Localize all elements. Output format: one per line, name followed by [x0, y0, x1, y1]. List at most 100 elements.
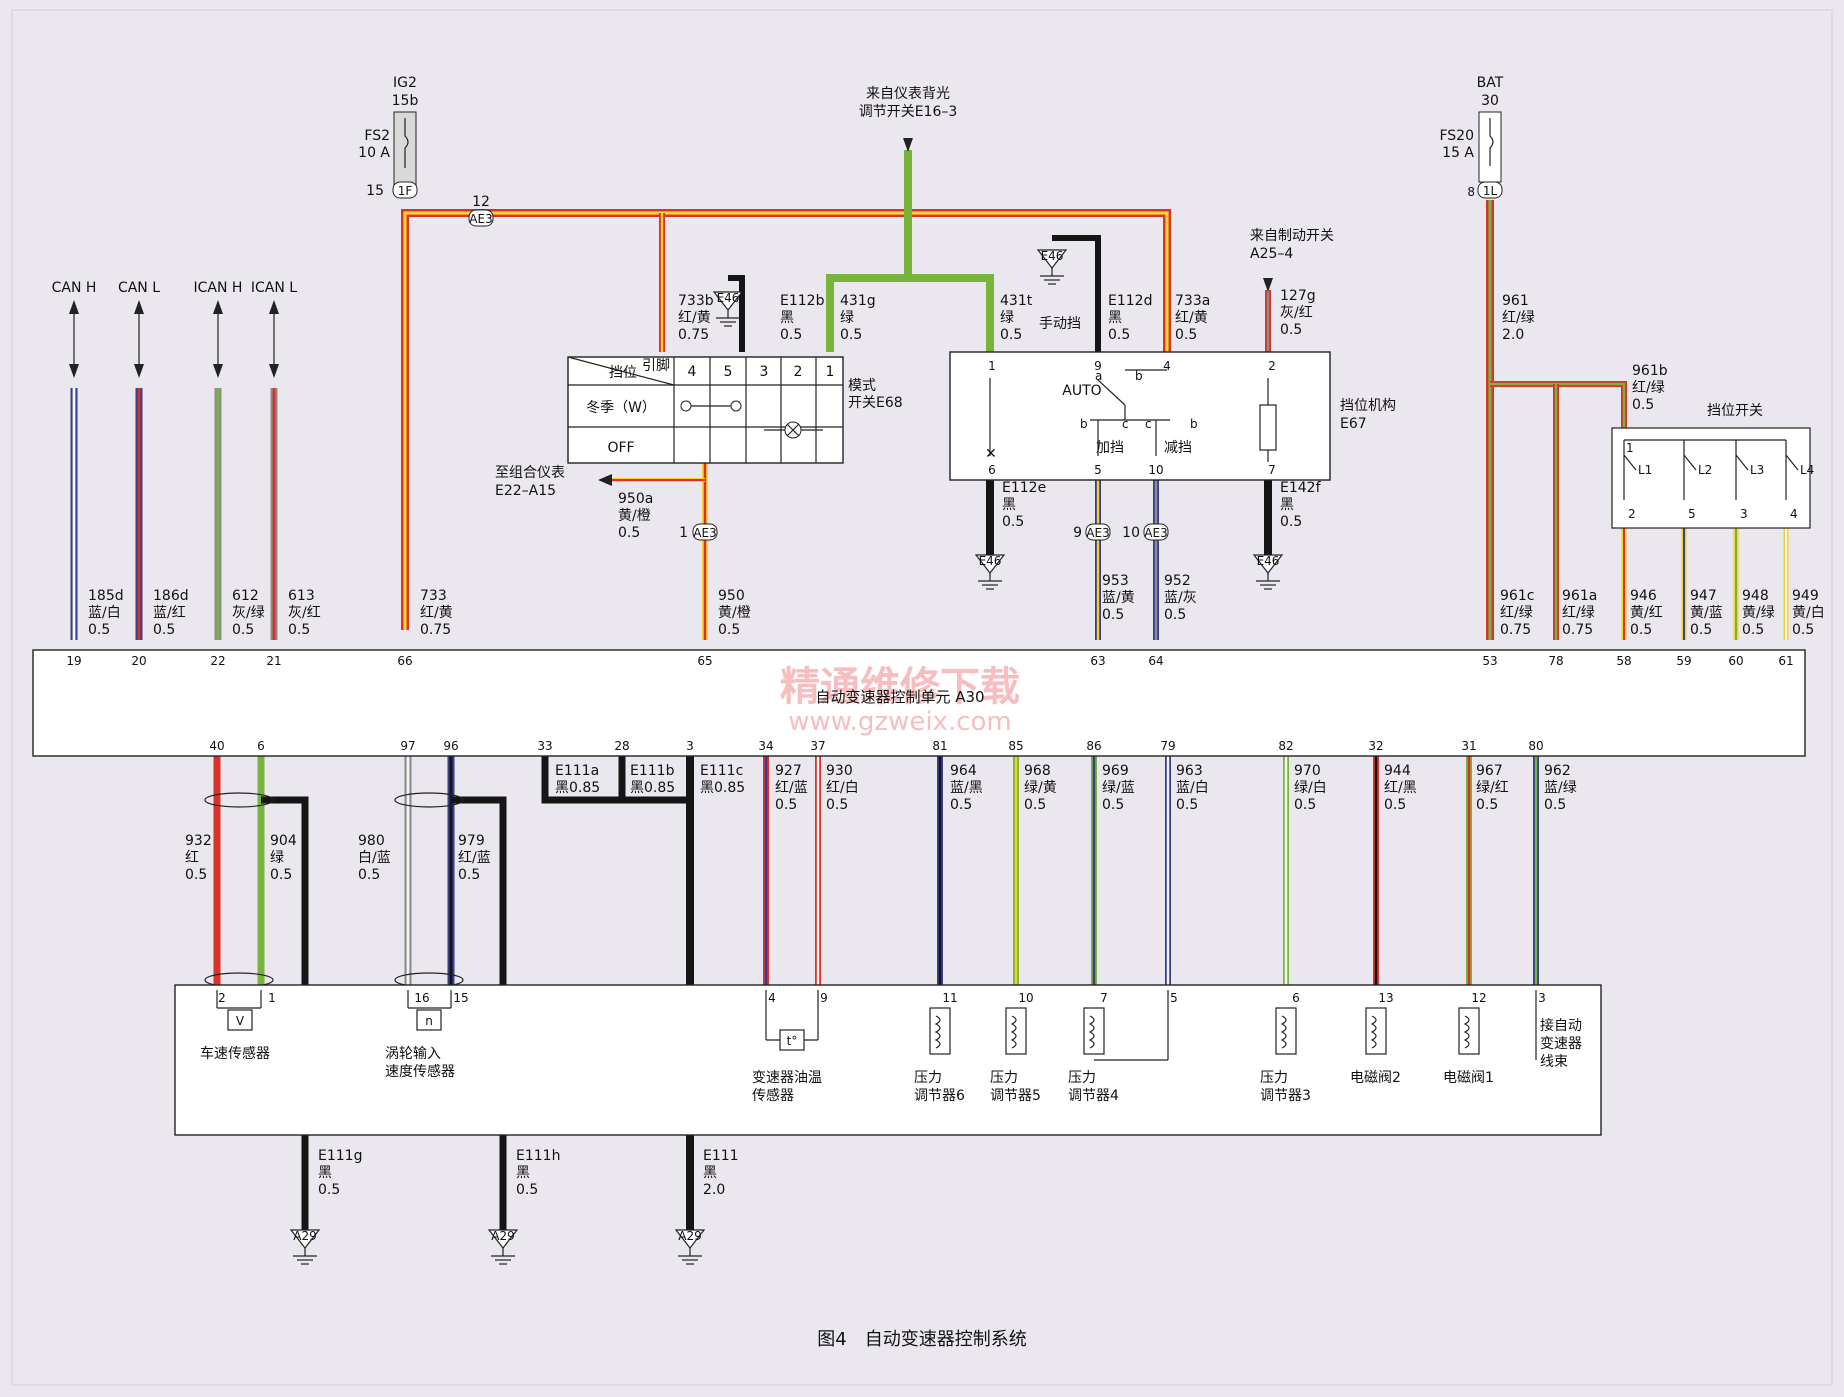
wire-961b-number: 961b [1632, 363, 1668, 379]
turbine-sensor-glyph: n [425, 1014, 433, 1028]
oil-temp-sensor-symbol [779, 1029, 805, 1051]
coil-pin: 10 [1018, 991, 1033, 1005]
wire-961c-color: 红/绿 [1500, 605, 1533, 621]
sel-up-label: 加挡 [1096, 440, 1124, 456]
coil-5-winding [1088, 1015, 1095, 1049]
can-label: CAN L [118, 280, 160, 296]
coil-8-winding [1463, 1015, 1470, 1049]
fs20-tag-label: 1L [1483, 184, 1498, 198]
hc-pin: 4 [768, 991, 776, 1005]
ecu-bottom-pin: 37 [810, 739, 825, 753]
sel-pin-9: 9 [1094, 359, 1102, 373]
speed-sensor-name: 车速传感器 [200, 1045, 270, 1062]
bottom-wire-spec: 黑0.85 [630, 780, 675, 796]
ground-e112d-label: E46 [1041, 249, 1064, 263]
gear-pin: 2 [1628, 507, 1636, 521]
sel-contact-letter: b [1135, 369, 1143, 383]
mode-pin: 4 [688, 364, 697, 380]
coil-4-winding [1010, 1015, 1017, 1049]
label-line: 线束 [1540, 1054, 1568, 1070]
wire-E112b [728, 275, 745, 352]
bottom-wire-color: 红/黑 [1384, 780, 1417, 796]
wire-431t-number: 431t [1000, 293, 1033, 309]
can-wire-color: 蓝/白 [88, 605, 121, 621]
bottom-wire-color: 蓝/白 [1176, 780, 1209, 796]
hc-extra-pin-5: 5 [1170, 991, 1178, 1005]
bottom-wire-color: 绿/白 [1294, 780, 1327, 796]
backlight-arrow [903, 138, 913, 152]
ae3-950-label: AE3 [693, 526, 716, 540]
bottom-wire-size: 0.5 [775, 797, 797, 813]
wire-961-size: 2.0 [1502, 327, 1524, 343]
oil-temp-sensor-glyph: t° [787, 1034, 798, 1048]
bottom-wire-number: 969 [1102, 763, 1129, 779]
wire-e112d-size: 0.5 [1108, 327, 1130, 343]
fs2-pin: 15 [366, 183, 384, 199]
label-line: 调节器5 [990, 1088, 1041, 1104]
wire-e111h-size: 0.5 [516, 1182, 538, 1198]
wire-733b-number: 733b [678, 293, 714, 309]
wire-947-color: 黄/蓝 [1690, 604, 1723, 621]
wire-431g-number: 431g [840, 293, 876, 309]
coil-7-winding [1370, 1015, 1377, 1049]
wire-947-size: 0.5 [1690, 622, 1712, 638]
bottom-wire-size: 0.5 [185, 867, 207, 883]
can-label: ICAN L [251, 280, 297, 296]
coil-7-body [1365, 1007, 1387, 1055]
wire-953-color: 蓝/黄 [1102, 589, 1135, 606]
wire-961c-size: 0.75 [1500, 622, 1531, 638]
wire-733-size: 0.75 [420, 622, 451, 638]
wire-950a-size: 0.5 [618, 525, 640, 541]
wire-961-color: 红/绿 [1502, 310, 1535, 326]
label-line: E67 [1340, 416, 1367, 432]
bottom-wire-number: 962 [1544, 763, 1571, 779]
ecu-top-pin: 20 [131, 654, 146, 668]
backlight-source-label: 来自仪表背光调节开关E16–3 [859, 86, 958, 120]
mode-header-position: 挡位 [609, 365, 637, 381]
wire-733a-color: 红/黄 [1175, 309, 1208, 326]
wire-e112d-number: E112d [1108, 293, 1152, 309]
hc-pin: 16 [414, 991, 429, 1005]
coil-name: 压力调节器6 [914, 1070, 965, 1104]
sel-manual-label: 手动挡 [1039, 316, 1081, 332]
ecu-top-pin: 21 [266, 654, 281, 668]
fs2-source: IG2 [393, 75, 417, 91]
ground-e112b-label: E46 [717, 291, 740, 305]
ae3-feed-label: AE3 [469, 212, 492, 226]
ecu-box [32, 649, 1806, 757]
sel-contact-letter: b [1190, 417, 1198, 431]
bottom-wire-color: 绿/黄 [1024, 779, 1057, 796]
coil-3-winding [934, 1015, 941, 1049]
ecu-top-pin: 60 [1728, 654, 1743, 668]
wire-e112b-number: E112b [780, 293, 825, 309]
ecu-top-pin: 19 [66, 654, 81, 668]
gear-pin: 3 [1740, 507, 1748, 521]
bottom-wire-size: 0.5 [1476, 797, 1498, 813]
wire-e142f-color: 黑 [1280, 497, 1294, 513]
hc-pin: 15 [453, 991, 468, 1005]
sel-resistor [1259, 404, 1277, 451]
turbine-sensor-name: 涡轮输入速度传感器 [385, 1046, 455, 1080]
wire-950a-number: 950a [618, 491, 653, 507]
wire-e111h-color: 黑 [516, 1165, 530, 1181]
ecu-bottom-pin: 33 [537, 739, 552, 753]
gear-switch-label: L1 [1638, 463, 1652, 477]
mode-pin: 1 [826, 364, 835, 380]
oil-temp-sensor-name: 变速器油温传感器 [752, 1070, 822, 1104]
ecu-label: 自动变速器控制单元 A30 [815, 688, 984, 706]
fs2-source-pin: 15b [392, 93, 419, 109]
label-line: 传感器 [752, 1087, 794, 1104]
can-arrow-up [269, 300, 279, 314]
ground-e112e-label: E46 [979, 554, 1002, 568]
sel-contact-letter: b [1080, 417, 1088, 431]
fs20-pin: 8 [1467, 185, 1475, 199]
wire-961-number: 961 [1502, 293, 1529, 309]
coil-4-body [1005, 1007, 1027, 1055]
bottom-wire-size: 0.5 [1544, 797, 1566, 813]
coil-6-winding [1280, 1015, 1287, 1049]
wire-e112e-size: 0.5 [1002, 514, 1024, 530]
wire-127g-number: 127g [1280, 288, 1316, 304]
coil-name: 压力调节器4 [1068, 1070, 1119, 1104]
wire-953-size: 0.5 [1102, 607, 1124, 623]
